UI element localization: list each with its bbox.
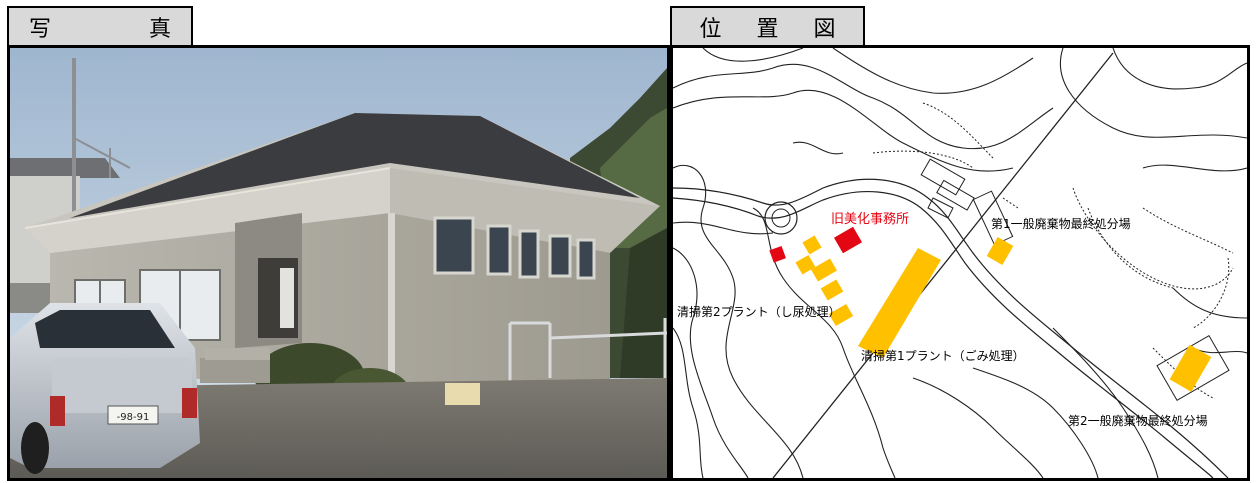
photo-title: 写 真 — [28, 17, 209, 42]
label-old-office: 旧美化事務所 — [831, 212, 909, 227]
location-map: 旧美化事務所 第1一般廃棄物最終処分場 清掃第2プラント（し尿処理） 清掃第1プ… — [670, 45, 1250, 481]
building-photo-image: -98-91 — [10, 48, 667, 478]
old-office-markers — [769, 226, 863, 263]
map-title: 位 置 図 — [699, 17, 850, 42]
photo-tab: 写 真 — [7, 6, 193, 46]
label-plant-2: 清掃第2プラント（し尿処理） — [677, 304, 841, 319]
facility-markers — [795, 235, 1212, 392]
label-landfill-1: 第1一般廃棄物最終処分場 — [991, 216, 1131, 231]
label-plant-1: 清掃第1プラント（ごみ処理） — [861, 348, 1025, 363]
building-photo: -98-91 — [7, 45, 670, 481]
license-plate: -98-91 — [117, 412, 150, 423]
label-landfill-2: 第2一般廃棄物最終処分場 — [1068, 413, 1208, 428]
map-tab: 位 置 図 — [670, 6, 865, 46]
location-map-drawing: 旧美化事務所 第1一般廃棄物最終処分場 清掃第2プラント（し尿処理） 清掃第1プ… — [673, 48, 1247, 478]
